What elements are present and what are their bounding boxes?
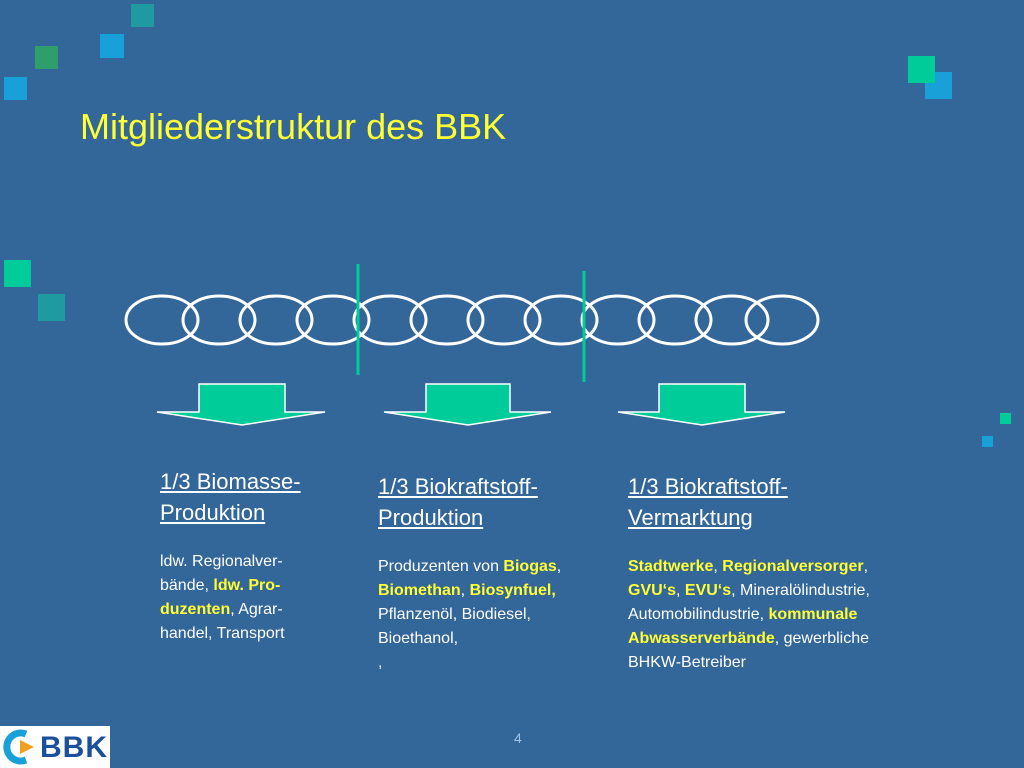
column-heading: 1/3 Biomasse- Produktion (160, 466, 360, 528)
heading-line: 1/3 Biokraftstoff- (628, 474, 788, 499)
description-line: duzenten, Agrar- (160, 598, 360, 622)
logo-mark-icon (3, 729, 34, 765)
decor-square (982, 436, 993, 447)
highlighted-term: Stadtwerke (628, 558, 714, 575)
description-text: , Mineralölindustrie, (731, 582, 870, 599)
description-line: Abwasserverbände, gewerbliche (628, 627, 968, 651)
chain-link (409, 294, 485, 346)
column-description: Produzenten von Biogas,Biomethan, Biosyn… (378, 555, 618, 675)
chain-link (637, 294, 713, 346)
column-biokraftstoff-vermarktung: 1/3 Biokraftstoff- Vermarktung Stadtwerk… (628, 471, 968, 675)
description-text: BHKW-Betreiber (628, 654, 746, 671)
column-heading: 1/3 Biokraftstoff- Produktion (378, 471, 618, 533)
bbk-logo: BBK (0, 726, 110, 768)
description-text: Automobilindustrie, (628, 606, 769, 623)
highlighted-term: Regionalversorger (722, 558, 864, 575)
description-text: , gewerbliche (774, 630, 870, 647)
chain-link (352, 294, 428, 346)
description-line: BHKW-Betreiber (628, 651, 968, 675)
logo-text: BBK (40, 731, 108, 764)
description-line: bände, ldw. Pro- (160, 574, 360, 598)
decor-square (4, 260, 31, 287)
description-text: bände, (160, 577, 214, 594)
highlighted-term: duzenten (160, 601, 231, 618)
description-line: Produzenten von Biogas, (378, 555, 618, 579)
decor-square (100, 34, 124, 58)
description-text: ldw. Regionalver- (160, 553, 283, 570)
highlighted-term: GVU‘s (628, 582, 677, 599)
description-line: Bioethanol, (378, 627, 618, 651)
chain-link (181, 294, 257, 346)
column-description: Stadtwerke, Regionalversorger,GVU‘s, EVU… (628, 555, 968, 675)
description-text: , (863, 558, 869, 575)
decor-square (35, 46, 58, 69)
highlighted-term: EVU‘s (684, 582, 732, 599)
highlighted-term: ldw. Pro- (213, 577, 281, 594)
description-line: Stadtwerke, Regionalversorger, (628, 555, 968, 579)
chain-link (295, 294, 371, 346)
description-line: GVU‘s, EVU‘s, Mineralölindustrie, (628, 579, 968, 603)
description-text: , (556, 558, 562, 575)
page-number: 4 (514, 730, 522, 746)
highlighted-term: kommunale (768, 606, 858, 623)
decor-square (131, 4, 154, 27)
column-biokraftstoff-produktion: 1/3 Biokraftstoff- Produktion Produzente… (378, 471, 618, 675)
highlighted-term: Biomethan (378, 582, 461, 599)
decor-square (908, 56, 935, 83)
highlighted-term: Abwasserverbände (628, 630, 775, 647)
chain-link (238, 294, 314, 346)
description-text: , (460, 582, 470, 599)
description-text: Bioethanol, (378, 630, 459, 647)
description-line: Biomethan, Biosynfuel, (378, 579, 618, 603)
column-heading: 1/3 Biokraftstoff- Vermarktung (628, 471, 968, 533)
heading-line: Produktion (160, 500, 266, 525)
highlighted-term: Biosynfuel, (469, 582, 556, 599)
down-arrow-icon (383, 383, 552, 426)
description-text: , (713, 558, 723, 575)
description-line: handel, Transport (160, 622, 360, 646)
heading-line: 1/3 Biokraftstoff- (378, 474, 538, 499)
chain-link (694, 294, 770, 346)
down-arrow-icon (617, 383, 786, 426)
highlighted-term: Biogas (503, 558, 557, 575)
down-arrow-icon (156, 383, 326, 426)
heading-line: Produktion (378, 505, 484, 530)
heading-line: 1/3 Biomasse- (160, 469, 301, 494)
chain-link (124, 294, 200, 346)
description-line: ldw. Regionalver- (160, 550, 360, 574)
heading-line: Vermarktung (628, 505, 753, 530)
description-text: , (378, 654, 383, 671)
description-line: , (378, 651, 618, 675)
slide-title: Mitgliederstruktur des BBK (80, 106, 507, 147)
chain-link (466, 294, 542, 346)
description-text: Produzenten von (378, 558, 504, 575)
description-text: handel, Transport (160, 625, 285, 642)
column-biomasse: 1/3 Biomasse- Produktion ldw. Regionalve… (160, 466, 360, 646)
description-line: Pflanzenöl, Biodiesel, (378, 603, 618, 627)
decor-square (4, 77, 27, 100)
description-text: Pflanzenöl, Biodiesel, (378, 606, 531, 623)
description-text: , (676, 582, 685, 599)
decor-square (1000, 413, 1011, 424)
chain-link (523, 294, 599, 346)
description-text: , Agrar- (230, 601, 283, 618)
column-description: ldw. Regionalver-bände, ldw. Pro-duzente… (160, 550, 360, 646)
decor-square (38, 294, 65, 321)
description-line: Automobilindustrie, kommunale (628, 603, 968, 627)
chain-link (744, 294, 820, 346)
chain-link (580, 294, 656, 346)
